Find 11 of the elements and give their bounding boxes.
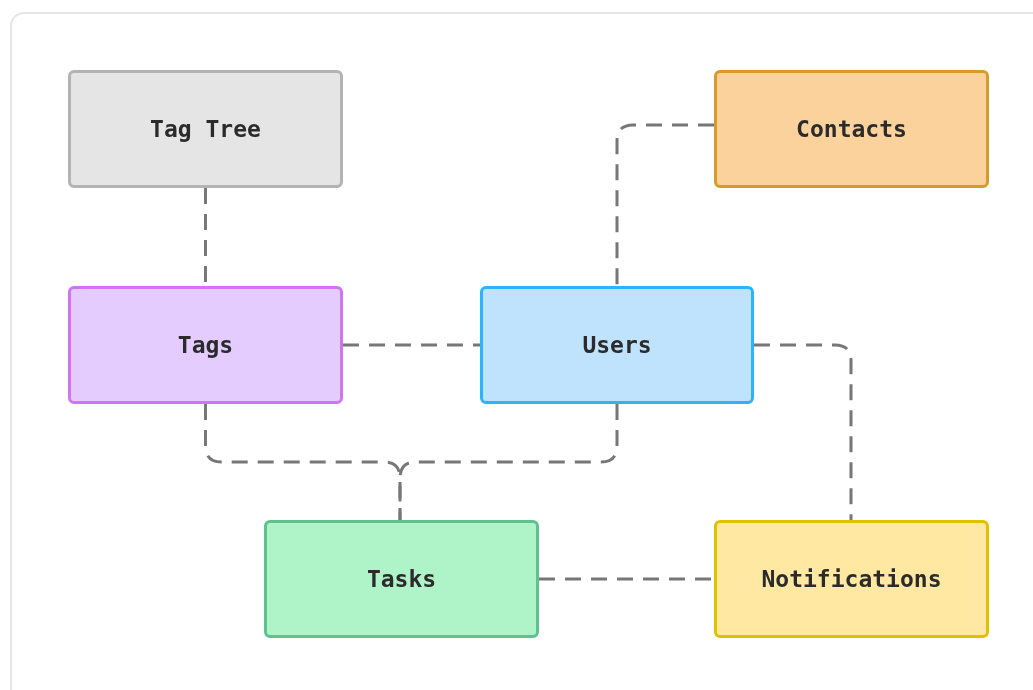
connector-line [343, 343, 480, 347]
connector-line [539, 577, 714, 581]
entity-box: Users [480, 286, 754, 404]
entity-box: Notifications [714, 520, 989, 638]
entity-box: Tag Tree [68, 70, 343, 188]
connector-line [398, 404, 619, 520]
entity-box: Contacts [714, 70, 989, 188]
entity-box: Tags [68, 286, 343, 404]
entity-box: Tasks [264, 520, 539, 638]
connector-line [615, 123, 714, 286]
connector-line [754, 343, 853, 520]
